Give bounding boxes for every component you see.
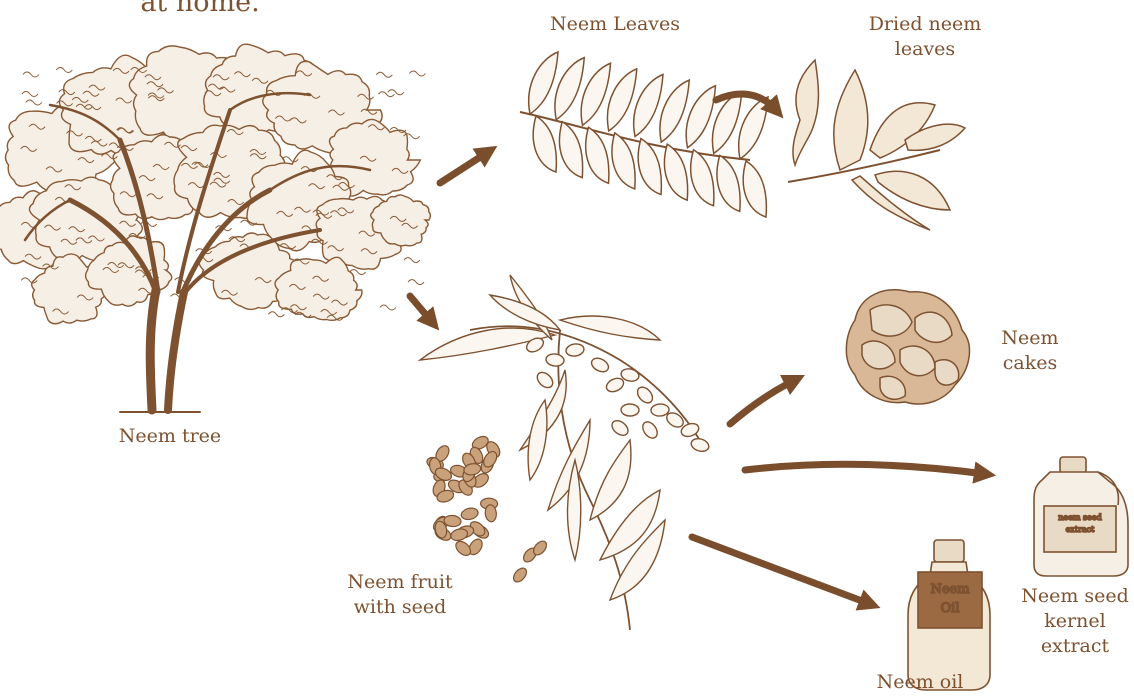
canopy-texture-stroke (56, 68, 72, 73)
neem-cakes-illustration (846, 290, 969, 404)
canopy-texture-stroke (404, 258, 420, 263)
neem-leaflet (612, 133, 635, 189)
neem-leaflet (660, 80, 689, 142)
arrow-tree-to-leaves (440, 152, 488, 183)
neem-leaflet (664, 144, 687, 200)
label-neem-seed-kernel-extract: Neem seed kernel extract (1005, 584, 1134, 659)
neem-seed (453, 539, 473, 559)
arrow-fruit-to-cakes (730, 380, 795, 424)
top-heading-fragment: at home. (60, 0, 340, 20)
neem-seed-extract-jug-illustration: neem seed extract (1034, 457, 1128, 576)
neem-fruit (589, 355, 611, 374)
canopy-texture-stroke (409, 71, 425, 76)
neem-fruit (604, 376, 625, 394)
neem-fruit (635, 384, 656, 405)
neem-leaflet (691, 150, 714, 206)
neem-leaflet (739, 97, 768, 159)
label-neem-tree: Neem tree (80, 424, 260, 449)
neem-leaflet (559, 122, 582, 178)
label-neem-leaves: Neem Leaves (520, 12, 710, 37)
neem-tree-illustration (0, 44, 430, 412)
arrow-tree-to-fruit (410, 296, 432, 322)
canopy-texture-stroke (378, 92, 394, 97)
neem-leaflet (581, 63, 610, 125)
oil-bottle-label-line1: Neem (930, 582, 969, 597)
neem-fruit (534, 369, 555, 390)
canopy-texture-stroke (388, 90, 404, 95)
neem-leaflet (607, 69, 636, 131)
jug-label-line2: extract (1066, 525, 1096, 534)
neem-fruit (609, 418, 631, 439)
neem-fruit (621, 404, 639, 416)
neem-fruit-berries (524, 335, 710, 453)
tree-canopy (0, 44, 430, 324)
canopy-texture-stroke (26, 100, 42, 105)
canopy-texture-stroke (376, 72, 392, 77)
neem-leaflet (586, 127, 609, 183)
neem-leaflet (533, 116, 556, 172)
label-neem-cakes: Neem cakes (975, 326, 1085, 376)
neem-fruit (565, 343, 585, 358)
label-dried-neem-leaves: Dried neem leaves (840, 12, 1010, 62)
neem-leaves-illustration (520, 52, 768, 217)
neem-leaflet (555, 58, 584, 120)
label-neem-oil: Neem oil (855, 670, 985, 695)
neem-leaflet (634, 75, 663, 137)
oil-bottle-label-line2: Oil (941, 601, 960, 616)
arrow-fruit-to-oil (692, 537, 870, 604)
neem-leaflet (638, 139, 661, 195)
canopy-texture-stroke (408, 280, 424, 285)
label-neem-fruit-with-seed: Neem fruit with seed (330, 570, 470, 620)
neem-leaflet (743, 161, 766, 217)
arrow-fruit-to-extract (745, 464, 985, 474)
neem-oil-bottle-illustration: Neem Oil (908, 540, 990, 690)
neem-fruit (640, 419, 660, 441)
neem-leaflet (686, 86, 715, 148)
canopy-texture-stroke (268, 312, 284, 317)
canopy-texture-stroke (23, 72, 39, 77)
dried-neem-leaves-illustration (788, 60, 965, 230)
neem-leaflet (717, 155, 740, 211)
neem-seed (511, 566, 529, 585)
neem-seed (460, 507, 479, 522)
canopy-texture-stroke (380, 305, 396, 310)
neem-leaflet (529, 52, 558, 114)
neem-fruit (651, 403, 670, 416)
jug-label-line1: neem seed (1058, 513, 1101, 522)
canopy-texture-stroke (22, 92, 38, 97)
neem-fruit (545, 353, 564, 367)
neem-fruit (690, 437, 711, 454)
